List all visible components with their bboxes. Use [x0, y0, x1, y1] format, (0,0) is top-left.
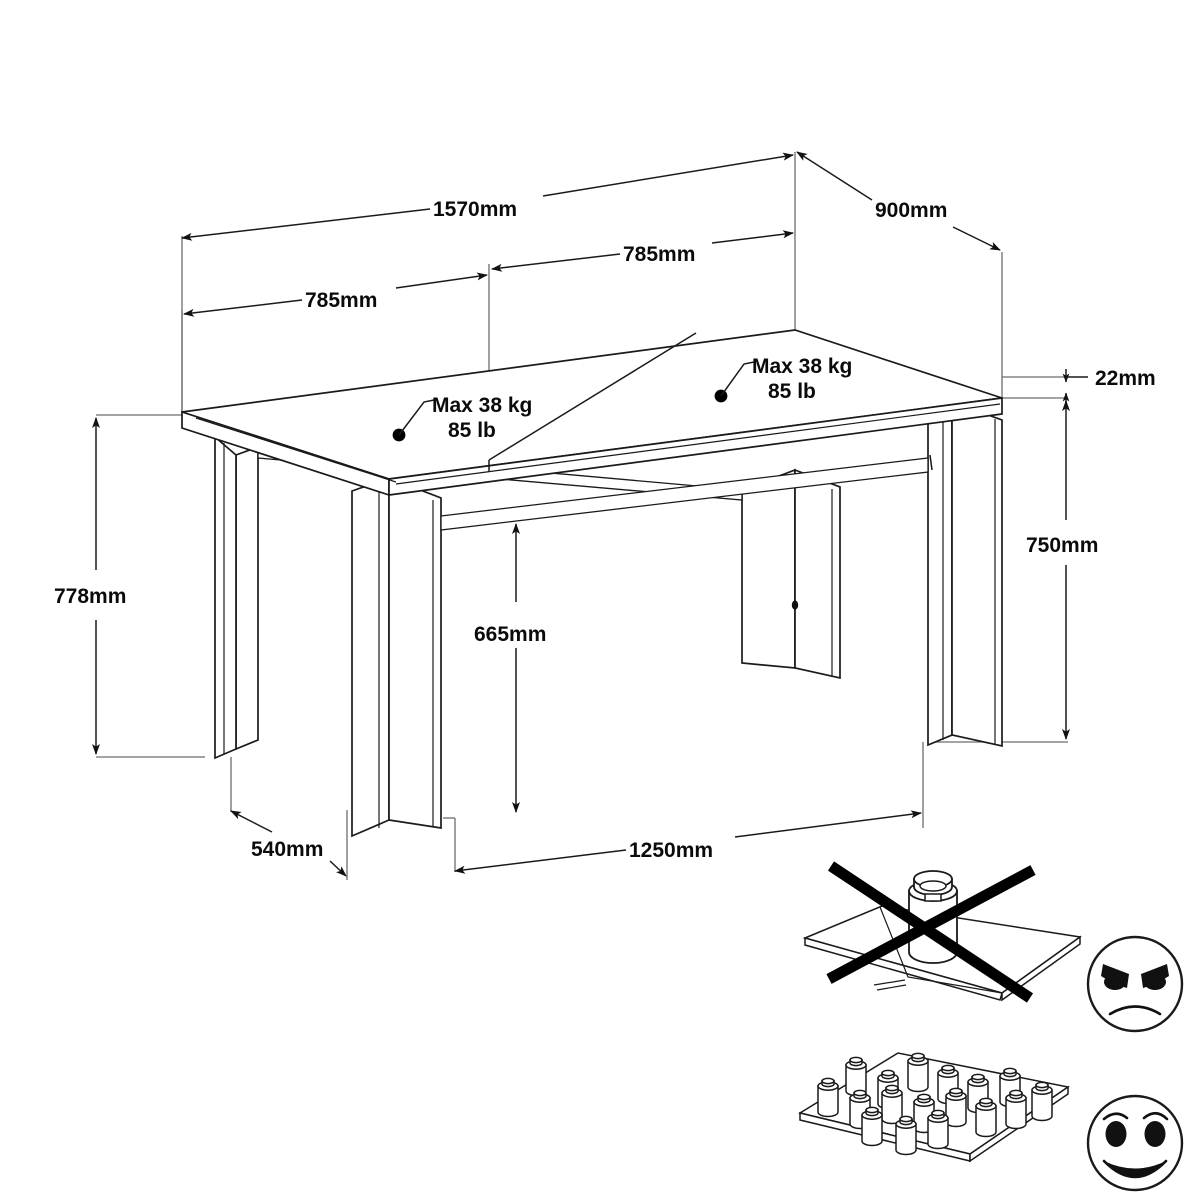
dimension-label-leg-span-length: 1250mm [629, 839, 713, 862]
face-happy-icon [1086, 1094, 1184, 1192]
load-callout-right: Max 38 kg 85 lb [714, 355, 852, 403]
dimension-overall-length: 1570mm [181, 152, 794, 241]
dimension-label-depth: 900mm [875, 199, 947, 222]
extension-lines [96, 152, 1068, 880]
load-label-left-line1: Max 38 kg [432, 394, 532, 417]
dimension-overall-height: 778mm [54, 417, 126, 755]
top-seam-nub [929, 454, 933, 471]
dimension-half-left: 785mm [183, 272, 488, 317]
dimension-label-clearance-height: 665mm [474, 623, 546, 646]
table-assembly [181, 329, 1003, 838]
load-label-right-line2: 85 lb [768, 380, 816, 403]
dowel-hole-icon [791, 600, 799, 610]
dimension-label-half-right: 785mm [623, 243, 695, 266]
prohibition-cross [826, 865, 1036, 984]
dimension-label-leg-span-depth: 540mm [251, 838, 323, 861]
dimension-depth: 900mm [796, 151, 1001, 251]
leg-back-left [214, 435, 259, 760]
leaf-seam [488, 332, 697, 461]
weight-icons-small [817, 1052, 1053, 1156]
dimension-label-overall-length: 1570mm [433, 198, 517, 221]
leg-front-left [351, 476, 442, 838]
dimension-top-height: 750mm [1026, 400, 1098, 740]
dimension-label-top-height: 750mm [1026, 534, 1098, 557]
load-label-right-line1: Max 38 kg [752, 355, 852, 378]
pictogram-concentrated-load [802, 861, 1082, 1003]
table-top-edge-front [388, 397, 1003, 496]
dimension-label-overall-height: 778mm [54, 585, 126, 608]
prohibition-cross [827, 861, 1034, 1003]
dimension-top-thickness: 22mm [1062, 367, 1156, 406]
dimension-leg-span-length: 1250mm [454, 810, 922, 874]
dimension-label-top-thickness: 22mm [1095, 367, 1156, 390]
load-callout-left: Max 38 kg 85 lb [392, 394, 532, 442]
dimension-label-half-left: 785mm [305, 289, 377, 312]
apron-front [440, 457, 929, 531]
leg-front-right [927, 400, 1003, 748]
dimension-half-right: 785mm [491, 230, 794, 272]
dimension-leg-span-depth: 540mm [230, 810, 347, 877]
leg-back-right [741, 468, 841, 680]
pictogram-distributed-load [798, 1052, 1070, 1163]
table-top [181, 329, 1003, 497]
dimension-clearance-height: 665mm [474, 523, 546, 813]
load-label-left-line2: 85 lb [448, 419, 496, 442]
face-angry-icon [1086, 935, 1184, 1033]
